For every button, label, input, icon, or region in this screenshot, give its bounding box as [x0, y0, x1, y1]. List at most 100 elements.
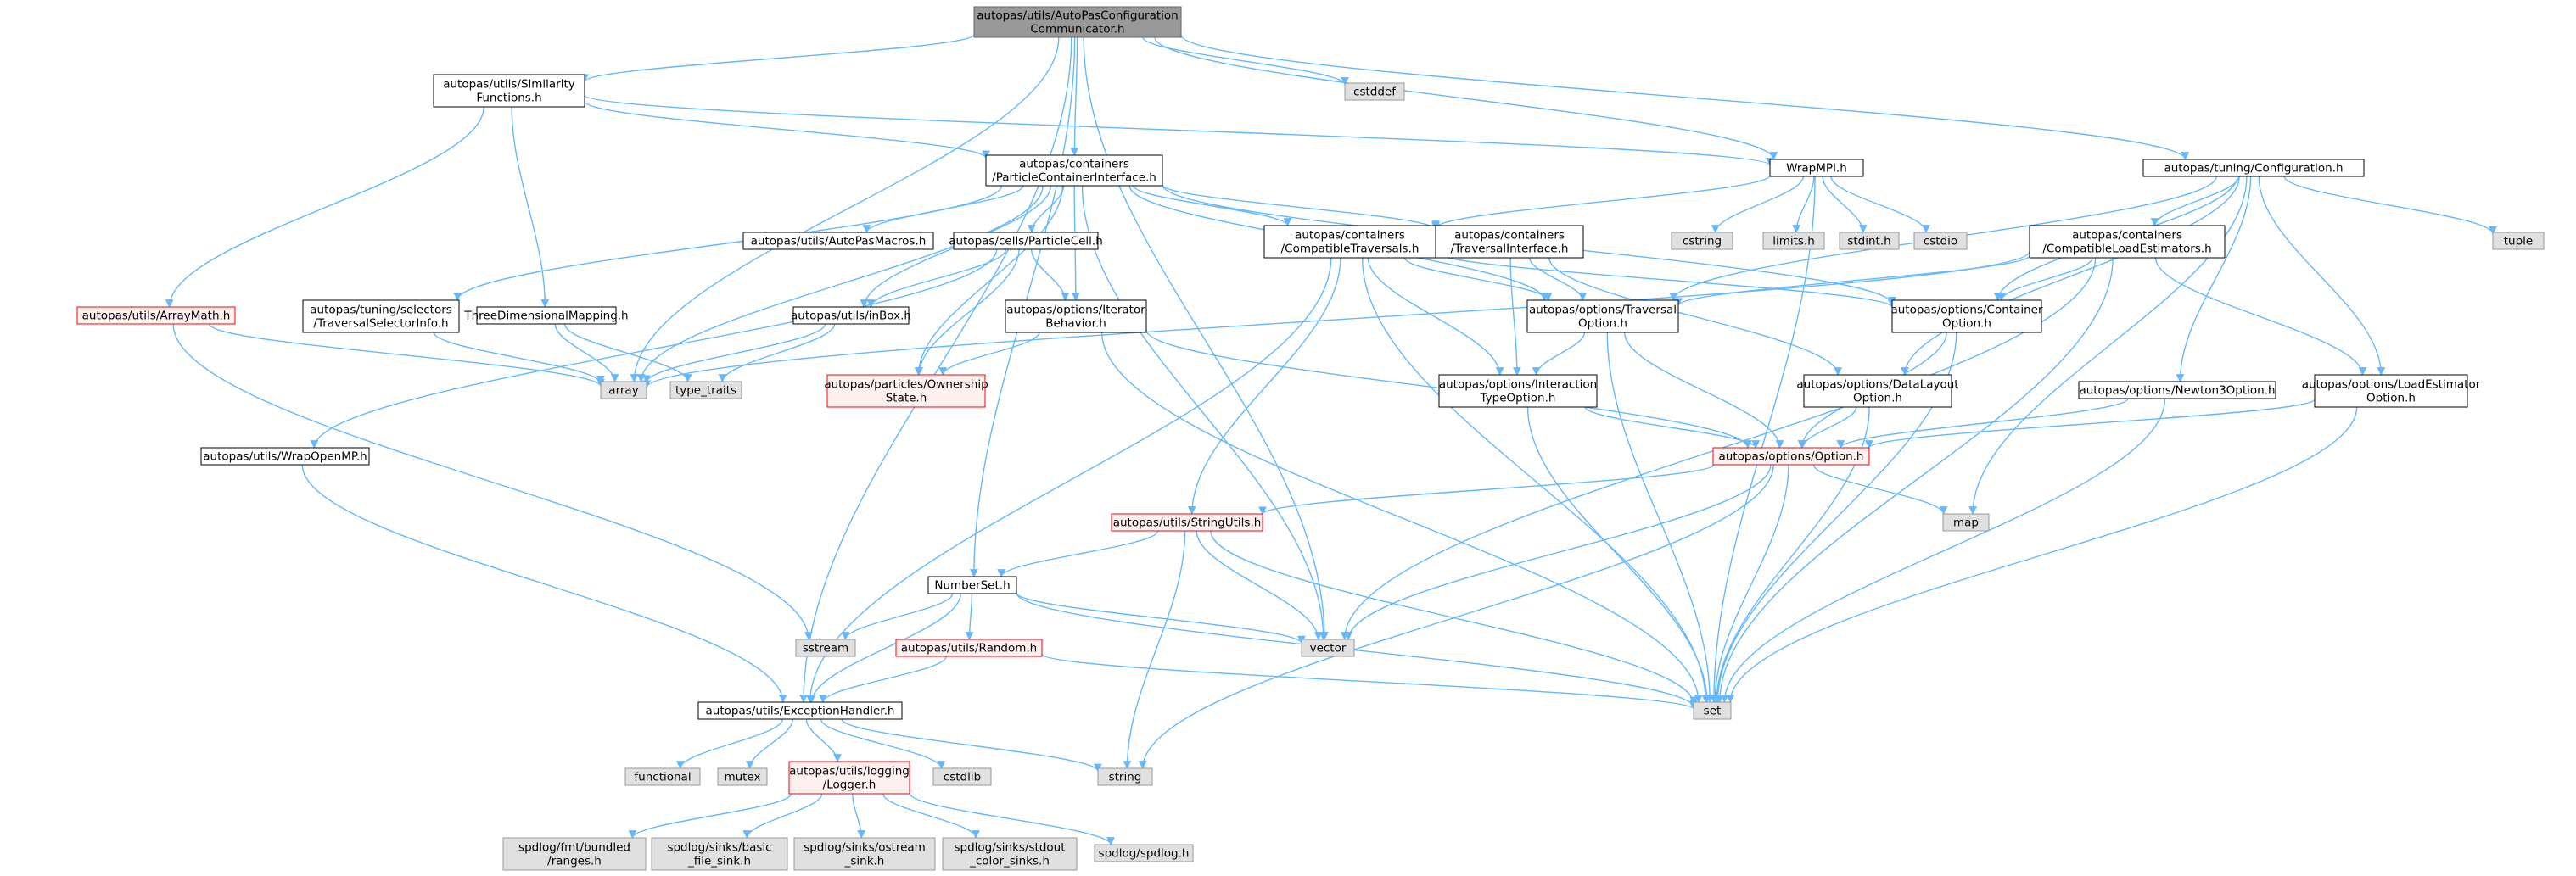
node-sstream[interactable]: sstream — [795, 639, 856, 657]
node-particlecell[interactable]: autopas/cells/ParticleCell.h — [949, 232, 1103, 250]
node-numberset[interactable]: NumberSet.h — [927, 576, 1017, 594]
edge-comptrav-to-exception — [805, 257, 1332, 703]
node-box-map — [1942, 513, 1990, 532]
node-string[interactable]: string — [1097, 767, 1153, 786]
node-macros[interactable]: autopas/utils/AutoPasMacros.h — [742, 232, 934, 250]
edge-pci-to-vector — [1081, 185, 1328, 640]
node-typetraits[interactable]: type_traits — [669, 381, 742, 399]
edge-wrapmpi-to-limits — [1792, 176, 1815, 233]
node-stringutils[interactable]: autopas/utils/StringUtils.h — [1111, 513, 1263, 532]
node-wrapmpi[interactable]: WrapMPI.h — [1769, 159, 1864, 177]
node-label-sstream: sstream — [803, 642, 848, 656]
node-box-particlecell — [953, 232, 1099, 250]
node-box-travoption — [1526, 299, 1679, 333]
node-label-interaction-line1: autopas/options/Interaction — [1439, 378, 1597, 392]
node-basicfile[interactable]: spdlog/sinks/basic_file_sink.h — [651, 837, 788, 871]
node-logger[interactable]: autopas/utils/logging/Logger.h — [788, 761, 910, 795]
node-mutex[interactable]: mutex — [717, 767, 768, 786]
node-wrapomp[interactable]: autopas/utils/WrapOpenMP.h — [200, 447, 370, 466]
node-label-contoption-line1: autopas/options/Container — [1890, 304, 2042, 317]
node-spdlog[interactable]: spdlog/spdlog.h — [1094, 844, 1194, 862]
node-arraymath[interactable]: autopas/utils/ArrayMath.h — [76, 306, 236, 325]
node-comptrav[interactable]: autopas/containers/CompatibleTraversals.… — [1263, 225, 1436, 259]
edge-comptrav-to-travoption — [1403, 257, 1553, 301]
edge-wrapmpi-to-comptrav — [1431, 175, 1771, 230]
edge-config-to-tuple — [2283, 176, 2497, 235]
edge-interaction-to-set — [1526, 406, 1711, 703]
edge-root-to-cstddef — [1142, 36, 1349, 86]
node-box-stringutils — [1111, 513, 1263, 532]
node-limits[interactable]: limits.h — [1762, 232, 1825, 250]
node-inbox[interactable]: autopas/utils/inBox.h — [791, 306, 911, 325]
edge-numberset-to-exception — [807, 593, 961, 703]
node-box-similarity — [433, 74, 585, 108]
node-fmtranges[interactable]: spdlog/fmt/bundled/ranges.h — [502, 837, 647, 871]
node-cstring[interactable]: cstring — [1671, 232, 1733, 250]
edge-travoption-to-option — [1623, 332, 1784, 449]
node-map[interactable]: map — [1942, 513, 1990, 532]
node-threedmap[interactable]: ThreeDimensionalMapping.h — [463, 306, 629, 325]
node-stdint[interactable]: stdint.h — [1839, 232, 1900, 250]
edge-travoption-to-interaction — [1532, 332, 1586, 376]
node-tuple[interactable]: tuple — [2492, 232, 2545, 250]
node-box-limits — [1762, 232, 1825, 250]
node-box-stdoutcolor — [942, 837, 1078, 871]
node-label-logger-line2: /Logger.h — [823, 778, 876, 792]
node-box-pci — [985, 154, 1163, 187]
node-array[interactable]: array — [600, 381, 647, 399]
node-pci[interactable]: autopas/containers/ParticleContainerInte… — [985, 154, 1163, 187]
node-ostream[interactable]: spdlog/sinks/ostream_sink.h — [793, 837, 936, 871]
node-travselinfo[interactable]: autopas/tuning/selectors/TraversalSelect… — [302, 299, 460, 333]
node-stdoutcolor[interactable]: spdlog/sinks/stdout_color_sinks.h — [942, 837, 1078, 871]
node-newton3[interactable]: autopas/options/Newton3Option.h — [2078, 381, 2276, 399]
node-cstdio[interactable]: cstdio — [1913, 232, 1968, 250]
node-travinterface[interactable]: autopas/containers/TraversalInterface.h — [1435, 225, 1584, 259]
node-label-travinterface-line2: /TraversalInterface.h — [1451, 243, 1569, 256]
node-box-vector — [1301, 639, 1355, 657]
node-label-string: string — [1109, 771, 1142, 784]
node-label-functional: functional — [634, 771, 691, 784]
node-box-config — [2142, 159, 2365, 177]
node-cstdlib[interactable]: cstdlib — [932, 767, 992, 786]
node-label-ownership-line2: State.h — [886, 392, 927, 405]
node-box-wrapomp — [200, 447, 370, 466]
node-label-basicfile-line1: spdlog/sinks/basic — [667, 841, 771, 855]
edge-pci-to-ownership — [914, 185, 1063, 376]
edge-option-to-string — [1138, 464, 1774, 769]
node-option[interactable]: autopas/options/Option.h — [1712, 447, 1870, 466]
edge-logger-to-basicfile — [742, 793, 823, 839]
node-set[interactable]: set — [1693, 701, 1732, 720]
node-vector[interactable]: vector — [1301, 639, 1355, 657]
node-config[interactable]: autopas/tuning/Configuration.h — [2142, 159, 2365, 177]
node-cstddef[interactable]: cstddef — [1344, 82, 1405, 101]
edge-random-to-set — [1041, 653, 1698, 711]
edge-pci-to-travinterface — [1162, 184, 1440, 231]
node-label-datalayout-line1: autopas/options/DataLayout — [1796, 378, 1958, 392]
edge-lbeoption-to-set — [1726, 406, 2358, 703]
edge-wrapmpi-to-stdint — [1822, 176, 1868, 233]
node-functional[interactable]: functional — [624, 767, 701, 786]
node-root[interactable]: autopas/utils/AutoPasConfigurationCommun… — [973, 6, 1182, 38]
edge-stringutils-to-string — [1123, 530, 1186, 769]
node-label-arraymath: autopas/utils/ArrayMath.h — [82, 310, 231, 323]
node-label-wrapmpi: WrapMPI.h — [1786, 162, 1847, 176]
node-complbe[interactable]: autopas/containers/CompatibleLoadEstimat… — [2029, 225, 2226, 259]
edge-comptrav-to-contoption — [1435, 251, 1896, 309]
edge-similarity-to-arraymath — [165, 106, 484, 308]
edge-root-to-exception — [799, 36, 1072, 703]
node-exception[interactable]: autopas/utils/ExceptionHandler.h — [697, 701, 903, 720]
node-random[interactable]: autopas/utils/Random.h — [895, 639, 1043, 657]
edge-numberset-to-random — [965, 593, 974, 640]
edge-exception-to-cstdlib — [820, 718, 946, 769]
edge-similarity-to-wrapmpi — [584, 94, 1774, 166]
node-box-newton3 — [2078, 381, 2276, 399]
